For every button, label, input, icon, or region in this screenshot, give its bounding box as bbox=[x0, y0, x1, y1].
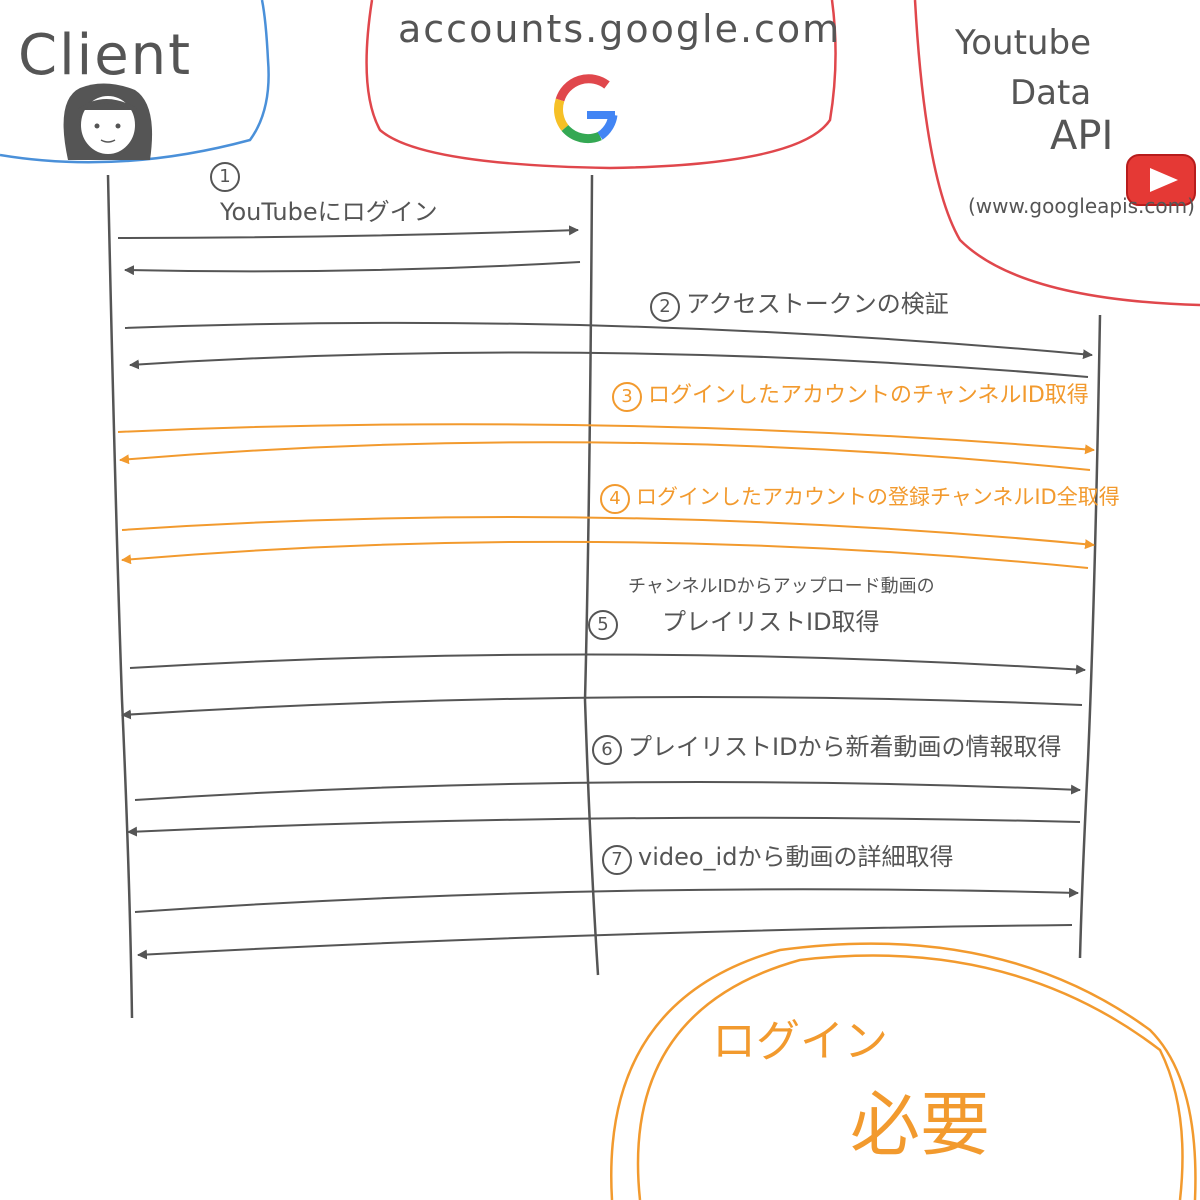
step5-response-arrow bbox=[121, 696, 1083, 720]
step2-response-arrow bbox=[129, 351, 1089, 378]
login-required-line2: 必要 bbox=[850, 1084, 990, 1166]
client-avatar-icon bbox=[63, 83, 153, 160]
step5-number: 5 bbox=[588, 610, 624, 640]
step5-request-arrow bbox=[129, 653, 1086, 675]
google-lifeline bbox=[583, 174, 600, 976]
login-required-line1: ログイン bbox=[712, 1016, 888, 1067]
step1-response-arrow bbox=[124, 261, 581, 276]
youtube-logo-icon bbox=[1126, 154, 1196, 206]
step7-response-arrow bbox=[137, 924, 1073, 960]
youtube-actor-line1: Youtube bbox=[955, 23, 1091, 63]
step6-response-arrow bbox=[127, 816, 1081, 837]
step4-response-arrow bbox=[121, 540, 1089, 569]
youtube-host-label: (www.googleapis.com) bbox=[968, 194, 1195, 218]
step4-request-arrow bbox=[121, 516, 1095, 550]
youtube-actor-line3: API bbox=[1050, 113, 1114, 159]
youtube-lifeline bbox=[1078, 314, 1102, 959]
step7-request-arrow bbox=[134, 887, 1079, 913]
step5-label-line2: プレイリストID取得 bbox=[662, 608, 880, 636]
client-actor-label: Client bbox=[18, 23, 193, 88]
step1-request-arrow bbox=[117, 225, 579, 239]
step2-request-arrow bbox=[124, 321, 1093, 360]
login-required-circle bbox=[610, 942, 1197, 1200]
step1-label: YouTubeにログイン bbox=[220, 198, 438, 226]
youtube-actor-box bbox=[913, 0, 1200, 307]
step3-response-arrow bbox=[119, 441, 1091, 471]
client-actor-box bbox=[0, 0, 270, 164]
client-lifeline bbox=[106, 174, 134, 1019]
step3-request-arrow bbox=[117, 423, 1095, 455]
google-actor-label: accounts.google.com bbox=[398, 7, 842, 51]
step6-request-arrow bbox=[134, 781, 1081, 801]
google-actor-box bbox=[365, 0, 837, 170]
step5-label-line1: チャンネルIDからアップロード動画の bbox=[628, 576, 935, 597]
youtube-actor-line2: Data bbox=[1010, 73, 1092, 113]
step1-number: 1 bbox=[210, 162, 246, 192]
google-g-icon bbox=[554, 74, 618, 144]
